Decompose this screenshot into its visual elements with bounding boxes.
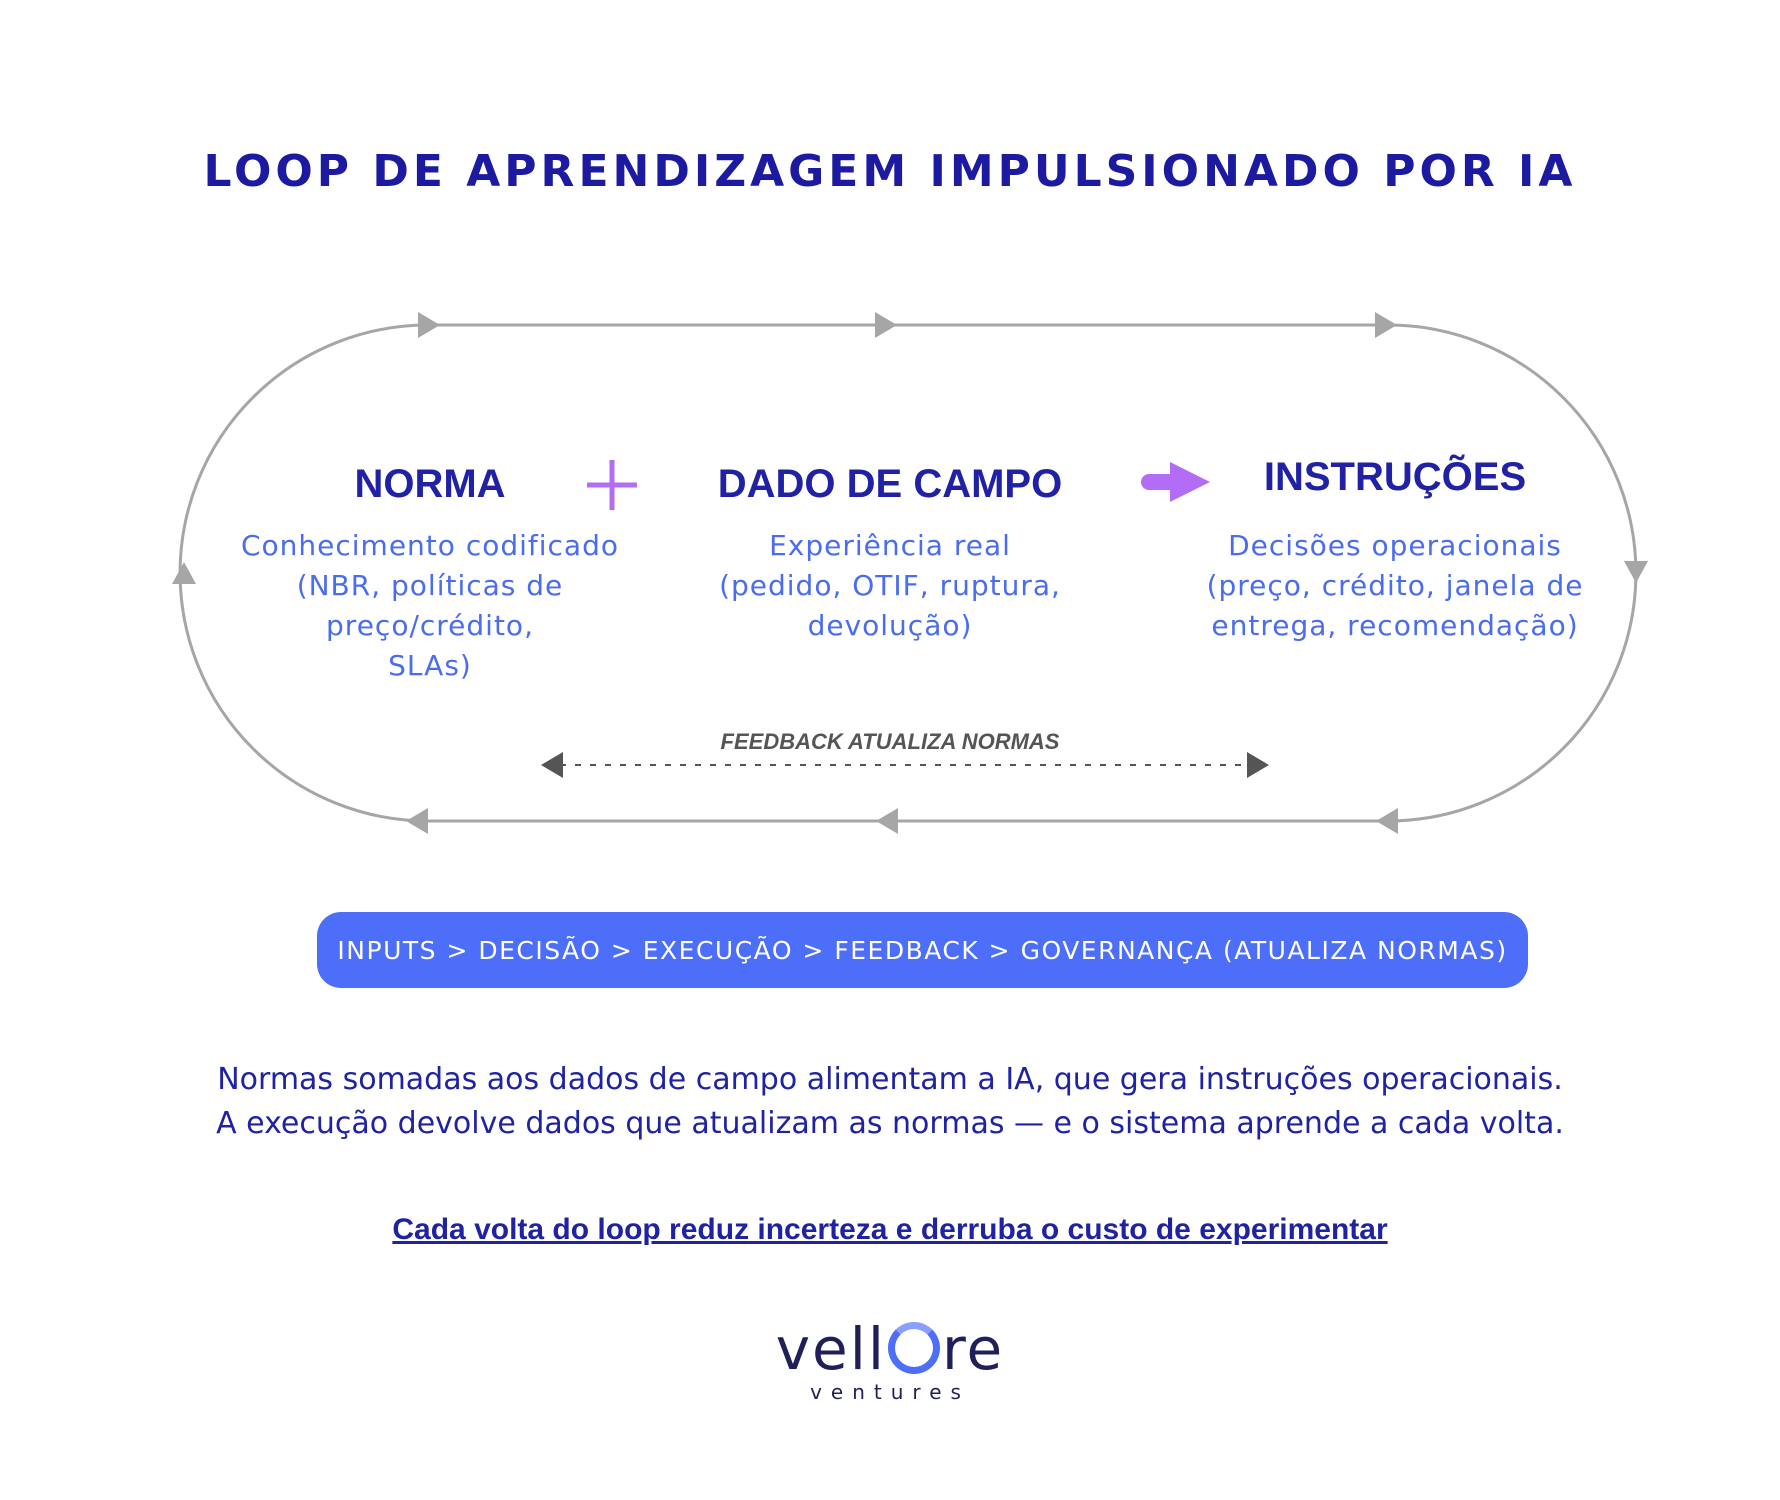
loop-arrow-icon xyxy=(418,312,440,338)
description-line: (pedido, OTIF, ruptura, xyxy=(719,569,1061,602)
feedback-arrow-right-icon xyxy=(1247,752,1269,778)
description-line: devolução) xyxy=(807,609,973,642)
loop-arrow-icon xyxy=(876,808,898,834)
summary-line: Normas somadas aos dados de campo alimen… xyxy=(217,1062,1563,1097)
description-line: Decisões operacionais xyxy=(1228,529,1562,562)
description-line: (preço, crédito, janela de xyxy=(1206,569,1584,602)
page-title: LOOP DE APRENDIZAGEM IMPULSIONADO POR IA xyxy=(203,146,1577,197)
stage-norma-description: Conhecimento codificado (NBR, políticas … xyxy=(220,526,640,686)
plus-icon xyxy=(587,460,637,510)
stage-norma-heading: NORMA xyxy=(354,462,506,506)
description-line: SLAs) xyxy=(388,649,472,682)
stage-instrucoes-description: Decisões operacionais (preço, crédito, j… xyxy=(1170,526,1620,646)
stage-dado-de-campo-heading: DADO DE CAMPO xyxy=(717,462,1063,506)
description-line: (NBR, políticas de xyxy=(296,569,564,602)
description-line: entrega, recomendação) xyxy=(1211,609,1579,642)
pipeline-banner: INPUTS > DECISÃO > EXECUÇÃO > FEEDBACK >… xyxy=(317,912,1528,988)
feedback-arrow-left-icon xyxy=(541,752,563,778)
logo-text-left: vell xyxy=(775,1315,886,1383)
loop-arrow-icon xyxy=(406,808,428,834)
loop-arrow-icon xyxy=(875,312,897,338)
loop-arrow-icon xyxy=(1376,808,1398,834)
summary-paragraph: Normas somadas aos dados de campo alimen… xyxy=(0,1058,1780,1146)
pipeline-text: INPUTS > DECISÃO > EXECUÇÃO > FEEDBACK >… xyxy=(337,935,1508,965)
feedback-label: FEEDBACK ATUALIZA NORMAS xyxy=(720,729,1060,754)
loop-arrow-icon xyxy=(1375,312,1397,338)
logo-text-right: re xyxy=(941,1315,1005,1383)
cta-link[interactable]: Cada volta do loop reduz incerteza e der… xyxy=(392,1213,1388,1246)
logo-ring-icon xyxy=(887,1322,940,1374)
arrow-right-icon xyxy=(1141,462,1210,502)
logo-subtitle: ventures xyxy=(810,1380,970,1404)
loop-arrow-icon xyxy=(172,562,196,584)
cta-container: Cada volta do loop reduz incerteza e der… xyxy=(0,1213,1780,1247)
description-line: Experiência real xyxy=(769,529,1011,562)
stage-instrucoes-heading: INSTRUÇÕES xyxy=(1263,455,1527,499)
stage-dado-de-campo-description: Experiência real (pedido, OTIF, ruptura,… xyxy=(680,526,1100,646)
description-line: preço/crédito, xyxy=(326,609,534,642)
summary-line: A execução devolve dados que atualizam a… xyxy=(216,1106,1564,1141)
description-line: Conhecimento codificado xyxy=(240,529,619,562)
loop-arrow-icon xyxy=(1624,561,1648,583)
